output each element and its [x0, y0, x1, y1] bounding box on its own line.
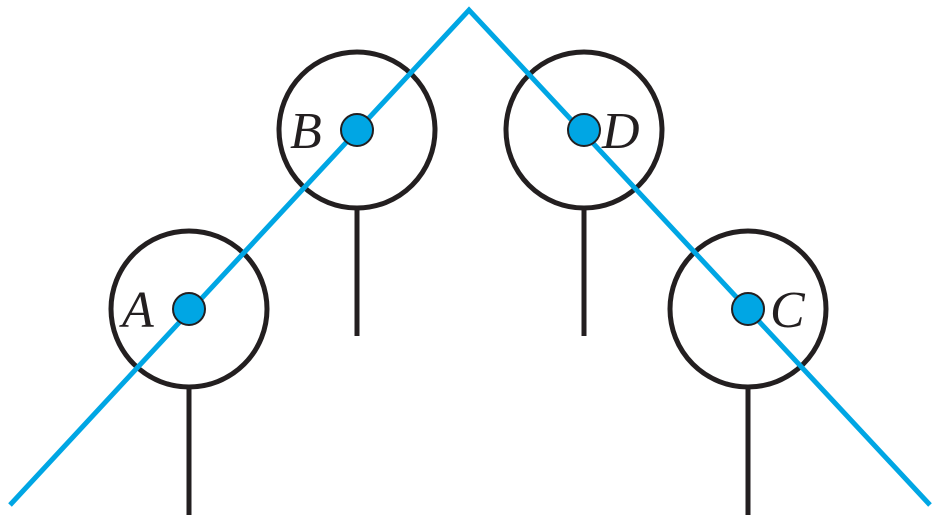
- ring-c: [667, 228, 829, 390]
- dot-d: [567, 113, 601, 147]
- dot-a: [172, 292, 206, 326]
- label-b: B: [290, 103, 322, 160]
- ring-b: [276, 49, 438, 211]
- label-d: D: [601, 103, 640, 160]
- label-c: C: [770, 282, 806, 339]
- ring-a: [108, 228, 270, 390]
- ring-d: [503, 49, 665, 211]
- light-path: [8, 6, 932, 507]
- dot-b: [340, 113, 374, 147]
- label-a: A: [119, 282, 154, 339]
- dot-c: [731, 292, 765, 326]
